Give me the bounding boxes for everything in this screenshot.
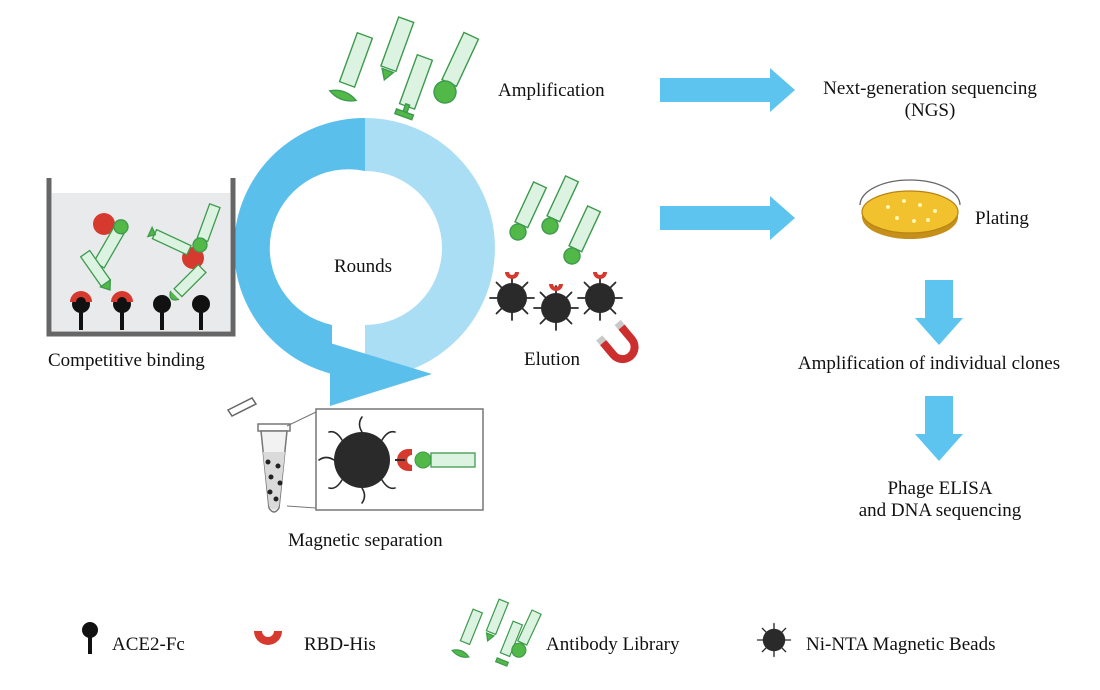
ngs-label-line1: Next-generation sequencing	[823, 78, 1037, 99]
ngs-label-line2: (NGS)	[904, 100, 956, 121]
process-arrows	[660, 68, 963, 461]
plating-label: Plating	[975, 208, 1029, 229]
elisa-label: Phage ELISA and DNA sequencing	[820, 478, 1060, 522]
amplification-clones-label: Amplification of individual clones	[797, 353, 1061, 374]
rounds-label: Rounds	[334, 256, 393, 277]
elisa-label-line2: and DNA sequencing	[858, 500, 1022, 521]
legend-rbd-icon	[254, 631, 282, 645]
antibody-phage-icon	[79, 202, 221, 301]
elution-phages	[509, 174, 602, 265]
legend-antibody-icon	[451, 598, 542, 667]
arrow-to-plating	[660, 196, 795, 240]
legend-bead-icon	[756, 622, 792, 658]
amplification-phages	[328, 16, 480, 121]
elution-label: Elution	[524, 349, 580, 370]
amplification-label: Amplification	[498, 80, 605, 101]
legend-rbd-label: RBD-His	[304, 634, 376, 655]
legend-antibody-label: Antibody Library	[546, 634, 680, 655]
competitive-binding-label: Competitive binding	[48, 350, 205, 371]
legend-beads-label: Ni-NTA Magnetic Beads	[806, 634, 996, 655]
elution-beads	[489, 272, 623, 331]
petri-dish-icon	[859, 179, 961, 239]
arrow-to-elisa	[915, 396, 963, 461]
elisa-label-line1: Phage ELISA	[887, 478, 993, 499]
selection-cycle-ring	[233, 117, 495, 406]
legend-ace2-icon	[82, 622, 98, 654]
microcentrifuge-tube-icon	[226, 397, 291, 513]
ngs-label: Next-generation sequencing (NGS)	[800, 78, 1060, 122]
arrow-to-clones	[915, 280, 963, 345]
arrow-to-ngs	[660, 68, 795, 112]
magnetic-separation-zoom	[286, 408, 484, 511]
legend-ace2-label: ACE2-Fc	[112, 634, 185, 655]
magnetic-separation-label: Magnetic separation	[288, 530, 443, 551]
magnet-icon	[596, 319, 639, 364]
competitive-binding-well	[46, 178, 236, 337]
